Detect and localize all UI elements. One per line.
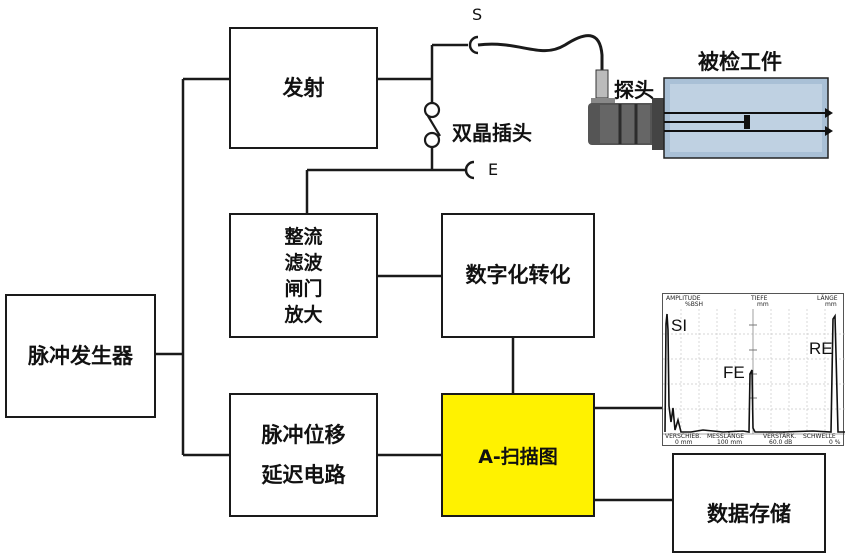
schwelle-value: 0 %	[829, 439, 841, 446]
probe-label: 探头	[614, 78, 654, 102]
filter-line: 滤波	[284, 251, 323, 274]
ascan-display: AMPLITUDE %BSH TIEFE mm LÄNGE mm SI FE R…	[662, 293, 845, 446]
storage-label: 数据存储	[707, 502, 791, 526]
digitize-label: 数字化转化	[465, 263, 571, 288]
laenge-unit: mm	[825, 301, 837, 308]
e-connector	[464, 160, 475, 180]
pulse-generator-label: 脉冲发生器	[28, 343, 133, 368]
ascan-block: A-扫描图	[441, 393, 595, 517]
dual-plug-label: 双晶插头	[452, 121, 532, 145]
amplitude-header: AMPLITUDE	[666, 295, 701, 302]
pulse-shift-line: 脉冲位移	[261, 422, 346, 447]
verschieb-header: VERSCHIEB.	[665, 433, 702, 440]
tiefe-unit: mm	[757, 301, 769, 308]
messlaenge-header: MESSLÄNGE	[707, 433, 745, 440]
gate-line: 闸门	[284, 277, 323, 300]
rectify-filter-gate-amplify-block: 整流 滤波 闸门 放大	[229, 213, 378, 338]
probe-cable	[477, 34, 604, 72]
verschieb-value: 0 mm	[675, 439, 693, 446]
dual-plug-switch	[423, 101, 441, 149]
re-peak-label: RE	[809, 339, 833, 358]
laenge-header: LÄNGE	[817, 295, 838, 302]
ascan-trace	[663, 309, 845, 435]
s-label: S	[472, 5, 483, 24]
rectify-line: 整流	[284, 225, 323, 248]
pulse-generator-block: 脉冲发生器	[5, 294, 156, 418]
tiefe-header: TIEFE	[751, 295, 768, 302]
workpiece-graphic	[663, 77, 833, 159]
s-connector	[468, 35, 479, 55]
probe-graphic	[588, 69, 664, 150]
si-peak-label: SI	[671, 316, 688, 335]
verstaerk-header: VERSTÄRK.	[763, 433, 797, 440]
storage-block: 数据存储	[672, 453, 826, 553]
ascan-label: A-扫描图	[478, 445, 558, 468]
delay-circuit-line: 延迟电路	[261, 463, 346, 487]
e-label: E	[488, 160, 499, 179]
workpiece-label: 被检工件	[698, 50, 782, 74]
fe-peak-label: FE	[723, 363, 745, 382]
verstaerk-value: 60.0 dB	[769, 439, 793, 446]
pulse-delay-block: 脉冲位移 延迟电路	[229, 393, 378, 517]
schwelle-header: SCHWELLE	[803, 433, 836, 440]
bsh-unit: %BSH	[685, 301, 704, 308]
transmit-block: 发射	[229, 27, 378, 149]
messlaenge-value: 100 mm	[717, 439, 743, 446]
amplify-line: 放大	[284, 303, 323, 326]
transmit-label: 发射	[282, 75, 325, 100]
digitize-block: 数字化转化	[441, 213, 595, 338]
